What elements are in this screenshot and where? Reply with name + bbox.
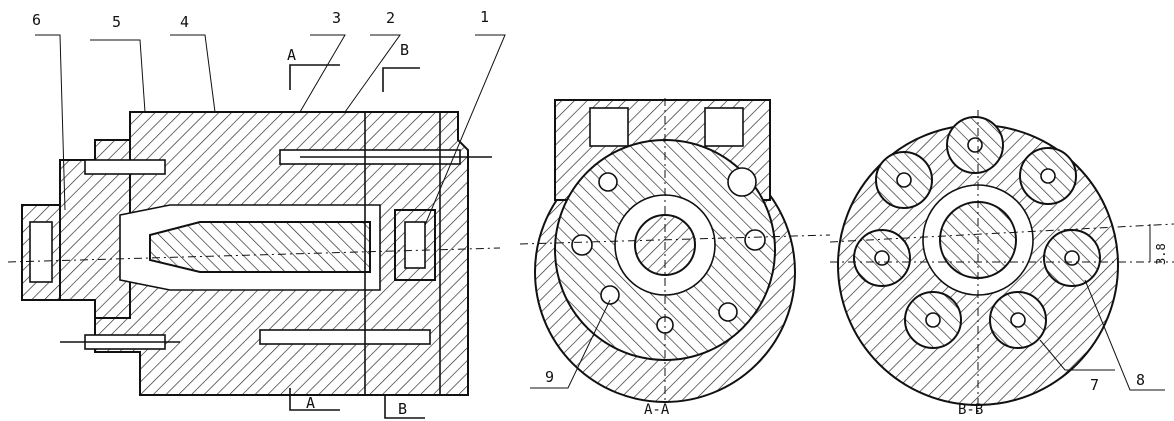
section-letter-b-bottom: B (398, 400, 407, 418)
section-a-a-view: 9 A-A (519, 98, 831, 418)
part-label-6: 6 (32, 11, 41, 29)
part-label-2: 2 (386, 9, 395, 27)
leader-lines (35, 34, 506, 226)
part-label-7: 7 (1090, 376, 1099, 394)
section-b-b-view: 3.8 7 8 B-B (829, 110, 1174, 418)
nose-bore (29, 221, 53, 283)
section-letter-b-top: B (400, 41, 409, 59)
aa-port-right (704, 107, 744, 147)
section-mark-a-bottom (289, 388, 340, 411)
part-label-5: 5 (112, 13, 121, 31)
caption-a-a: A-A (644, 402, 670, 418)
leader-8 (1084, 279, 1165, 391)
lower-bolt-bore (259, 329, 431, 345)
aa-horizontal-centerline (519, 234, 831, 245)
section-mark-a-top (289, 64, 340, 90)
longitudinal-section-view: 6 5 4 3 2 1 A B A B (7, 8, 506, 419)
caption-b-b: B-B (958, 402, 983, 418)
section-letter-a-bottom: A (306, 394, 315, 412)
cardan-shaft (149, 221, 371, 273)
end-cap (59, 139, 131, 319)
aa-holes (571, 167, 766, 334)
section-letter-a-top: A (287, 46, 296, 64)
part-label-3: 3 (332, 9, 341, 27)
part-label-8: 8 (1136, 371, 1145, 389)
part-label-4: 4 (180, 13, 189, 31)
bb-offset-line-upper (829, 223, 1174, 243)
dimension-3-8: 3.8 (1154, 243, 1168, 265)
axis-centerline (7, 247, 501, 263)
rotor-cavity (404, 221, 426, 269)
section-mark-b-top (382, 67, 420, 92)
upper-left-bolt-bore (84, 159, 166, 175)
leader-7 (1039, 339, 1115, 371)
part-label-1: 1 (480, 8, 489, 26)
part-label-9: 9 (545, 368, 554, 386)
leader-9 (530, 299, 611, 389)
section-mark-b-bottom (384, 395, 425, 419)
aa-port-left (589, 107, 629, 147)
